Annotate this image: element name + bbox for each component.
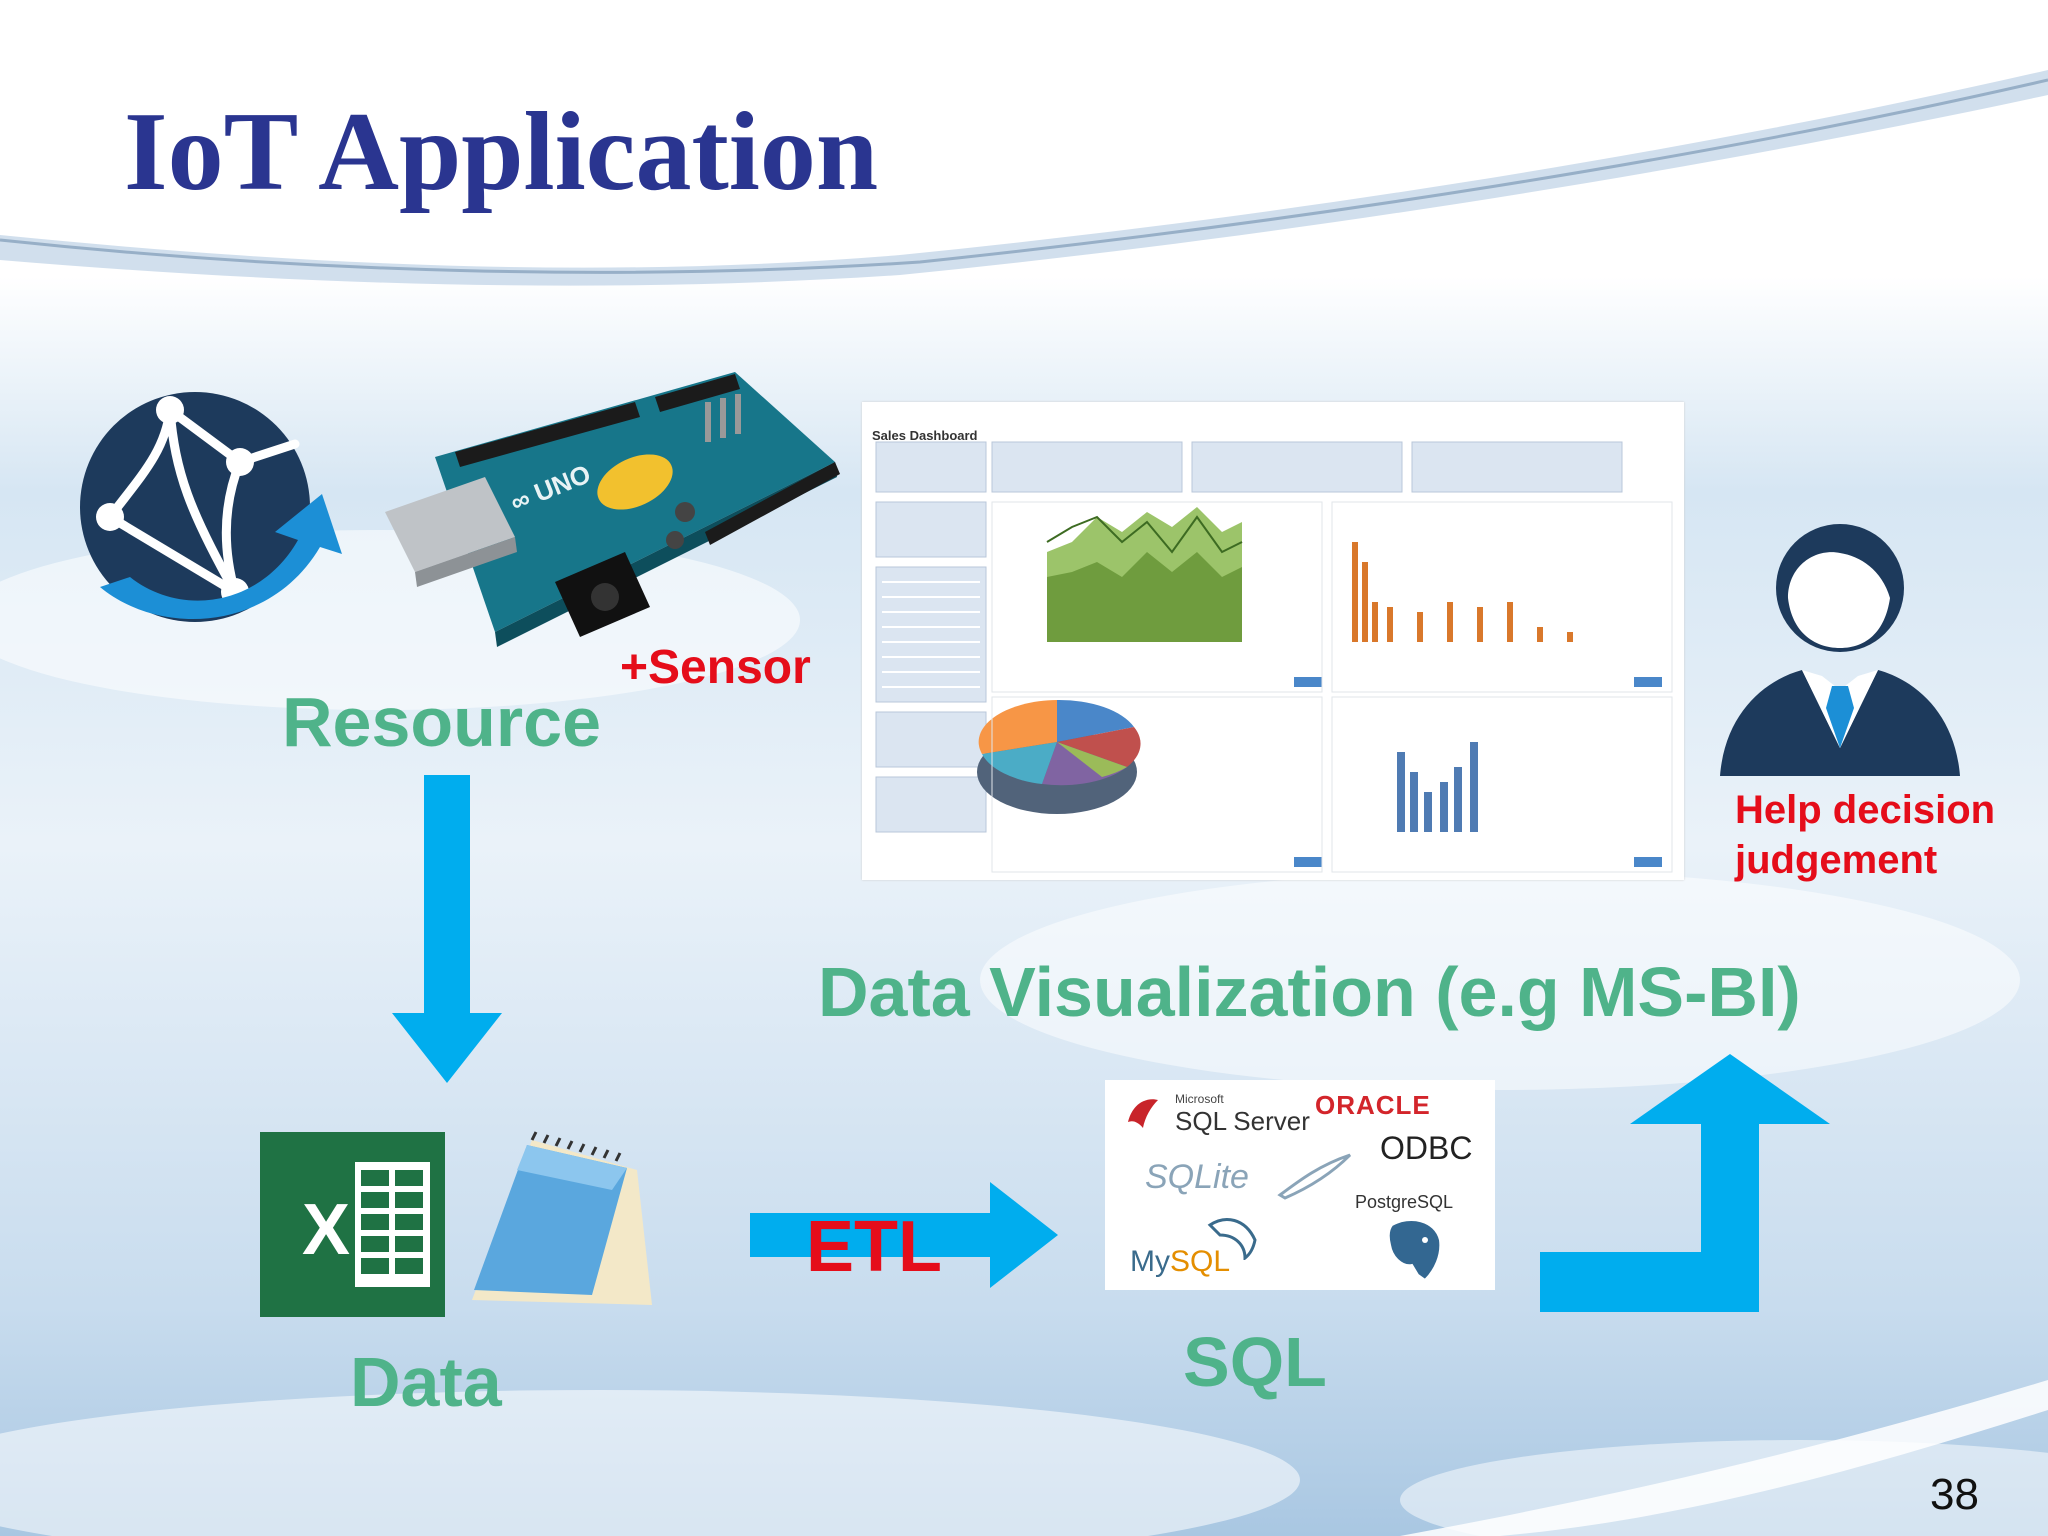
sql-server-logo-icon	[1128, 1099, 1158, 1128]
notepad-icon	[472, 1131, 652, 1305]
sql-logos-panel: Microsoft SQL Server ORACLE ODBC SQLite …	[1105, 1080, 1495, 1290]
resource-label: Resource	[282, 683, 602, 761]
data-label: Data	[350, 1343, 502, 1421]
businessman-icon	[1720, 524, 1960, 776]
slide-title: IoT Application	[124, 90, 879, 214]
excel-icon: X	[260, 1132, 445, 1317]
arrow-down-icon	[392, 775, 502, 1083]
dashboard-title: Sales Dashboard	[872, 428, 978, 443]
arduino-board-icon: ∞ UNO	[385, 372, 840, 647]
mysql-text: MySQL	[1130, 1245, 1230, 1279]
data-visualization-label: Data Visualization (e.g MS-BI)	[818, 953, 1801, 1031]
sales-dashboard-image: Sales Dashboard	[862, 402, 1684, 880]
mysql-text-part: My	[1130, 1245, 1170, 1278]
sqlite-text: SQLite	[1145, 1158, 1249, 1196]
arrow-up-icon	[1540, 1054, 1830, 1312]
sql-label: SQL	[1183, 1323, 1327, 1401]
mysql-text-part: SQL	[1170, 1245, 1231, 1278]
sql-server-text: SQL Server	[1175, 1106, 1310, 1136]
etl-arrow-icon	[750, 1182, 1058, 1288]
sensor-label: +Sensor	[620, 641, 811, 694]
postgresql-text: PostgreSQL	[1355, 1192, 1454, 1212]
elephant-icon	[1387, 1219, 1442, 1282]
etl-label: ETL	[806, 1207, 942, 1287]
oracle-text: ORACLE	[1315, 1090, 1431, 1120]
dashboard-widgets	[875, 441, 1673, 873]
help-decision-label: Help decision judgement	[1735, 788, 1996, 882]
microsoft-text: Microsoft	[1175, 1092, 1224, 1106]
dolphin-icon	[1207, 1218, 1257, 1260]
sqlite-feather-icon	[1277, 1153, 1352, 1200]
globe-network-icon	[80, 392, 342, 622]
svg-text:X: X	[302, 1190, 350, 1270]
odbc-text: ODBC	[1380, 1130, 1473, 1166]
page-number: 38	[1930, 1470, 1979, 1519]
